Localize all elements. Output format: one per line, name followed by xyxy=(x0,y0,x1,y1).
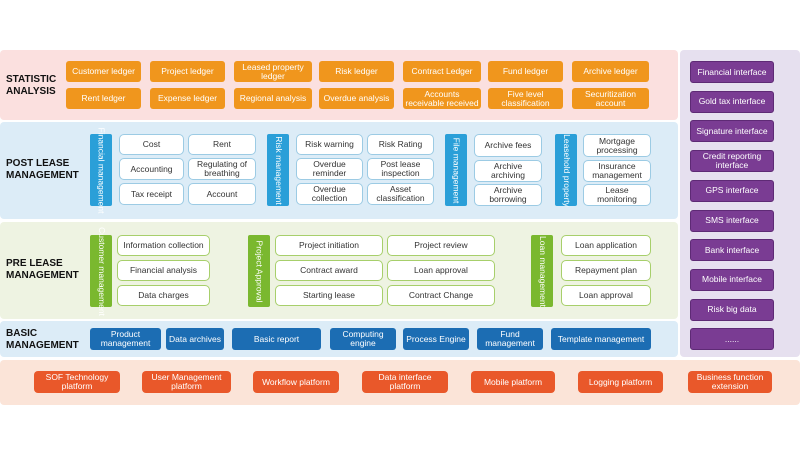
pre-item-loan-approval[interactable]: Loan approval xyxy=(387,260,495,281)
basic-basic-report[interactable]: Basic report xyxy=(232,328,321,350)
basic-data-archives[interactable]: Data archives xyxy=(166,328,224,350)
post-item-mortgage-processing[interactable]: Mortgage processing xyxy=(583,134,651,157)
interface-sms-interface[interactable]: SMS interface xyxy=(690,209,774,232)
pre-item-contract-change[interactable]: Contract Change xyxy=(387,285,495,306)
stat-project-ledger[interactable]: Project ledger xyxy=(150,61,225,82)
pre-item-repayment-plan[interactable]: Repayment plan xyxy=(561,260,651,281)
stat-archive-ledger[interactable]: Archive ledger xyxy=(572,61,649,82)
platform-data-interface[interactable]: Data interface platform xyxy=(362,371,448,393)
platform-workflow[interactable]: Workflow platform xyxy=(253,371,339,393)
stat-rent-ledger[interactable]: Rent ledger xyxy=(66,88,141,109)
pre-item-data-charges[interactable]: Data charges xyxy=(117,285,210,306)
post-item-rent[interactable]: Rent xyxy=(188,134,256,155)
tab-customer-management[interactable]: Customer management xyxy=(90,227,112,315)
interface-financial-interface[interactable]: Financial interface xyxy=(690,61,774,83)
pre-item-project-review[interactable]: Project review xyxy=(387,235,495,256)
interface-credit-reporting-interface[interactable]: Credit reporting interface xyxy=(690,150,774,173)
interface-more[interactable]: ...... xyxy=(690,328,774,351)
stat-contract-ledger[interactable]: Contract Ledger xyxy=(403,61,481,82)
pre-item-financial-analysis[interactable]: Financial analysis xyxy=(117,260,210,281)
interface-gold-tax-interface[interactable]: Gold tax interface xyxy=(690,90,774,113)
stat-customer-ledger[interactable]: Customer ledger xyxy=(66,61,141,82)
basic-process-engine[interactable]: Process Engine xyxy=(403,328,469,350)
post-item-risk-rating[interactable]: Risk Rating xyxy=(367,134,434,155)
pre-item-starting-lease[interactable]: Starting lease xyxy=(275,285,383,306)
stat-overdue-analysis[interactable]: Overdue analysis xyxy=(319,88,394,109)
post-item-overdue-collection[interactable]: Overdue collection xyxy=(296,183,363,205)
post-item-accounting[interactable]: Accounting xyxy=(119,158,184,180)
interface-signature-interface[interactable]: Signature interface xyxy=(690,120,774,143)
post-item-cost[interactable]: Cost xyxy=(119,134,184,155)
stat-expense-ledger[interactable]: Expense ledger xyxy=(150,88,225,109)
interface-bank-interface[interactable]: Bank interface xyxy=(690,239,774,262)
stat-risk-ledger[interactable]: Risk ledger xyxy=(319,61,394,82)
interface-risk-big-data[interactable]: Risk big data xyxy=(690,298,774,321)
basic-computing-engine[interactable]: Computing engine xyxy=(330,328,396,350)
platform-logging[interactable]: Logging platform xyxy=(578,371,663,393)
platform-mobile[interactable]: Mobile platform xyxy=(471,371,555,393)
basic-template-management[interactable]: Template management xyxy=(551,328,651,350)
stat-accounts-receivable-received[interactable]: Accounts receivable received xyxy=(403,88,481,109)
platform-user-management[interactable]: User Management platform xyxy=(142,371,231,393)
stat-fund-ledger[interactable]: Fund ledger xyxy=(488,61,563,82)
stat-regional-analysis[interactable]: Regional analysis xyxy=(234,88,312,109)
post-item-overdue-reminder[interactable]: Overdue reminder xyxy=(296,158,363,180)
tab-project-approval[interactable]: Project Approval xyxy=(248,235,270,307)
pre-item-project-initiation[interactable]: Project initiation xyxy=(275,235,383,256)
post-item-lease-monitoring[interactable]: Lease monitoring xyxy=(583,184,651,206)
basic-title: BASIC MANAGEMENT xyxy=(6,328,79,351)
pre-item-contract-award[interactable]: Contract award xyxy=(275,260,383,281)
post-item-post-lease-inspection[interactable]: Post lease inspection xyxy=(367,158,434,180)
interface-gps-interface[interactable]: GPS interface xyxy=(690,179,774,202)
stat-leased-property-ledger[interactable]: Leased property ledger xyxy=(234,61,312,82)
tab-risk-management[interactable]: Risk management xyxy=(267,134,289,206)
post-item-asset-classification[interactable]: Asset classification xyxy=(367,183,434,205)
statistic-title: STATISTIC ANALYSIS xyxy=(6,74,57,97)
tab-leasehold-property[interactable]: Leasehold property xyxy=(555,134,577,206)
basic-fund-management[interactable]: Fund management xyxy=(477,328,543,350)
post-item-account[interactable]: Account xyxy=(188,183,256,205)
tab-file-management[interactable]: File management xyxy=(445,134,467,206)
basic-product-management[interactable]: Product management xyxy=(90,328,161,350)
post-item-regulating[interactable]: Regulating of breathing xyxy=(188,158,256,180)
tab-financial-management[interactable]: Financial management xyxy=(90,127,112,213)
stat-securitization-account[interactable]: Securitization account xyxy=(572,88,649,109)
pre-lease-title: PRE LEASE MANAGEMENT xyxy=(6,258,79,281)
post-item-tax-receipt[interactable]: Tax receipt xyxy=(119,183,184,205)
pre-item-information-collection[interactable]: Information collection xyxy=(117,235,210,256)
post-lease-title: POST LEASE MANAGEMENT xyxy=(6,158,79,181)
post-item-archive-archiving[interactable]: Archive archiving xyxy=(474,160,542,182)
post-item-risk-warning[interactable]: Risk warning xyxy=(296,134,363,155)
interface-mobile-interface[interactable]: Mobile interface xyxy=(690,268,774,291)
post-item-archive-fees[interactable]: Archive fees xyxy=(474,134,542,157)
stat-five-level-classification[interactable]: Five level classification xyxy=(488,88,563,109)
pre-item-loan-application[interactable]: Loan application xyxy=(561,235,651,256)
post-item-insurance-management[interactable]: Insurance management xyxy=(583,160,651,182)
platform-business-function-extension[interactable]: Business function extension xyxy=(688,371,772,393)
pre-item-loan-approval-2[interactable]: Loan approval xyxy=(561,285,651,306)
platform-sof-technology[interactable]: SOF Technology platform xyxy=(34,371,120,393)
post-item-archive-borrowing[interactable]: Archive borrowing xyxy=(474,184,542,206)
tab-loan-management[interactable]: Loan management xyxy=(531,235,553,307)
